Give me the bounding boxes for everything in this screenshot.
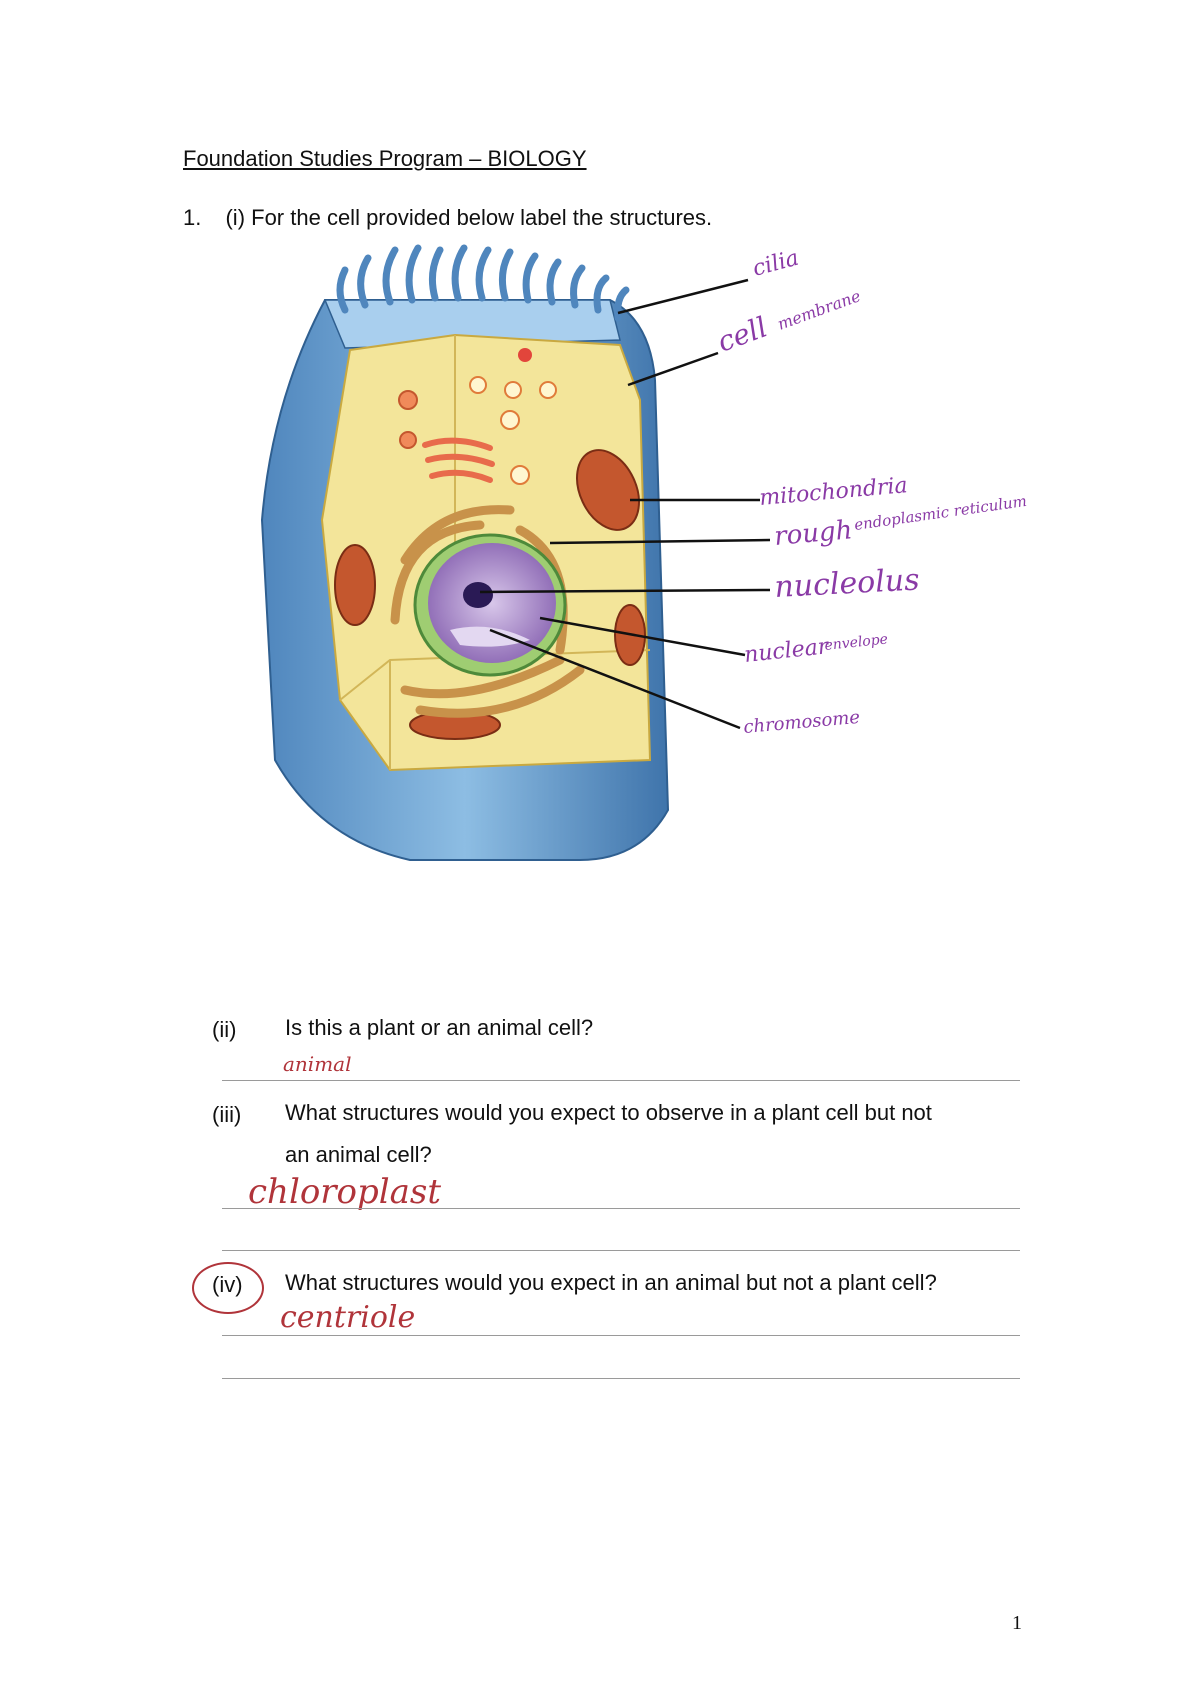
question-iii-text-line-1: What structures would you expect to obse…: [285, 1100, 932, 1125]
cell-top-face: [323, 299, 621, 349]
answer-iv: centriole: [280, 1300, 416, 1335]
page-heading: Foundation Studies Program – BIOLOGY: [183, 146, 587, 171]
answer-line-iii-2: [222, 1250, 1020, 1251]
question-iii-number: (iii): [212, 1102, 242, 1127]
golgi-apparatus: [422, 437, 495, 483]
label-rough-er-1: rough: [773, 515, 854, 552]
answer-line-iii-1: [222, 1208, 1020, 1209]
page-number: 1: [1012, 1612, 1022, 1634]
answer-ii: animal: [283, 1052, 352, 1076]
answer-line-iv-2: [222, 1378, 1020, 1379]
question-iv-text: What structures would you expect in an a…: [285, 1270, 937, 1295]
mitochondria: [334, 449, 646, 740]
label-cilia: cilia: [750, 246, 801, 282]
label-cell-membrane-1: cell: [713, 310, 771, 358]
question-iv-number: (iv): [212, 1272, 243, 1297]
cilia-group: [336, 244, 630, 322]
answer-line-ii: [222, 1080, 1020, 1081]
chromatin: [450, 626, 530, 647]
question-1-header: 1. (i) For the cell provided below label…: [183, 205, 712, 231]
question-iii-text-line-2: an animal cell?: [285, 1142, 432, 1167]
answer-line-iv-1: [222, 1335, 1020, 1336]
label-mitochondria: mitochondria: [758, 473, 908, 511]
rough-er: [390, 505, 585, 718]
question-ii-text: Is this a plant or an animal cell?: [285, 1015, 594, 1040]
label-nucleolus: nucleolus: [774, 562, 921, 605]
question-1-part-i: (i) For the cell provided below label th…: [225, 205, 713, 230]
label-nuclear-envelope-2: envelope: [824, 631, 889, 654]
question-1-number: 1.: [183, 205, 202, 230]
label-chromosome: chromosome: [743, 707, 861, 738]
circle-mark-iv: [192, 1262, 264, 1314]
label-nuclear-envelope-1: nuclear: [743, 634, 831, 668]
nucleolus: [463, 582, 493, 608]
leader-lines: [479, 278, 771, 730]
label-cell-membrane-2: membrane: [775, 286, 863, 334]
question-ii-number: (ii): [212, 1017, 237, 1042]
answer-iii: chloroplast: [248, 1172, 442, 1212]
